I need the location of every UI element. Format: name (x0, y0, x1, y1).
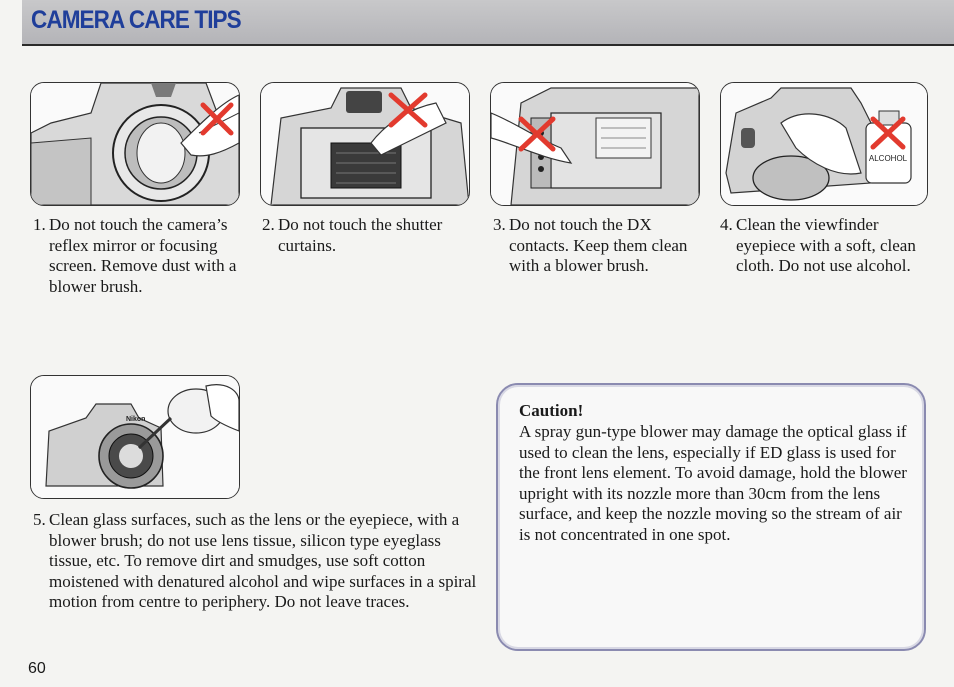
caution-title: Caution! (519, 401, 584, 420)
x-cross-icon (518, 116, 556, 152)
step-1-text: Do not touch the camera’s reflex mirror … (49, 215, 237, 296)
illustration-dx-contacts (490, 82, 700, 206)
page-title: CAMERA CARE TIPS (31, 6, 242, 34)
caution-box (496, 383, 926, 651)
caution-text: A spray gun-type blower may damage the o… (519, 422, 907, 544)
page-number: 60 (28, 660, 46, 677)
step-2: 2.Do not touch the shutter curtains. (262, 215, 462, 256)
lens-drawing: Nikon (31, 376, 239, 498)
shutter-drawing (261, 83, 469, 205)
dx-drawing (491, 83, 699, 205)
step-2-text: Do not touch the shutter curtains. (278, 215, 443, 255)
step-1: 1.Do not touch the camera’s reflex mirro… (33, 215, 243, 297)
bottle-label: ALCOHOL (869, 154, 908, 163)
eyepiece-drawing: ALCOHOL (721, 83, 927, 205)
illustration-shutter (260, 82, 470, 206)
step-3: 3.Do not touch the DX contacts. Keep the… (493, 215, 693, 277)
step-4-text: Clean the viewfinder eyepiece with a sof… (736, 215, 916, 275)
x-cross-icon (388, 92, 428, 128)
x-cross-icon (870, 116, 906, 150)
mirror-drawing (31, 83, 239, 205)
illustration-eyepiece: ALCOHOL (720, 82, 928, 206)
illustration-lens-blower: Nikon (30, 375, 240, 499)
step-5-text: Clean glass surfaces, such as the lens o… (49, 510, 477, 611)
x-cross-icon (200, 102, 234, 136)
step-3-text: Do not touch the DX contacts. Keep them … (509, 215, 688, 275)
illustration-mirror (30, 82, 240, 206)
page-header: CAMERA CARE TIPS (22, 0, 954, 46)
step-4: 4.Clean the viewfinder eyepiece with a s… (720, 215, 926, 277)
lens-brand-label: Nikon (126, 416, 145, 423)
step-5: 5.Clean glass surfaces, such as the lens… (33, 510, 477, 611)
